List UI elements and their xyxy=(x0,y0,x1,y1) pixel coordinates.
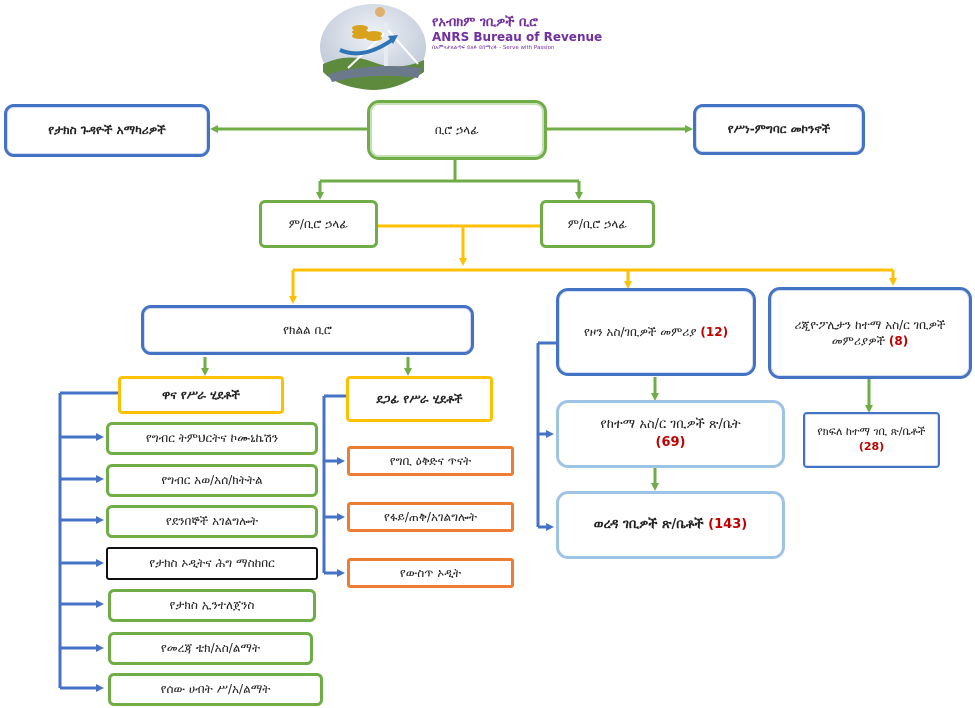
woreda-offices-box: ወረዳ ገቢዎች ጽ/ቤቶች (143) xyxy=(556,491,785,559)
metro-department-title: ሪጂዮፖሊታን ከተማ አስ/ር ገቢዎች መምሪያዎች xyxy=(794,317,946,348)
core-item: የግብር ትምህርትና ኮሙኒኬሽን xyxy=(106,422,318,455)
core-item: የግብር አወ/አሰ/ክትትል xyxy=(106,464,318,497)
regional-bureau-label: የክልል ቢሮ xyxy=(283,322,332,337)
support-item-label: የውስጥ ኦዲት xyxy=(399,565,462,580)
tax-advisors-label: የታክስ ጉዳዮች አማካሪዎች xyxy=(48,123,166,138)
deputy-head-left-label: ም/ቢሮ ኃላፊ xyxy=(288,216,349,231)
core-processes-box: ዋና የሥራ ሂደቶች xyxy=(118,376,284,414)
core-item-label: የሰው ሀብት ሥ/አ/ልማት xyxy=(160,682,271,697)
support-item: የግቢ ዕቅድና ጥናት xyxy=(347,446,514,476)
support-processes-label: ደጋፊ የሥራ ሂደቶች xyxy=(376,391,463,406)
core-item: የታክስ ኦዲትና ሕግ ማስከበር xyxy=(106,547,318,580)
tax-advisors-box: የታክስ ጉዳዮች አማካሪዎች xyxy=(4,104,210,157)
metro-department-count: (8) xyxy=(888,334,909,348)
core-item-label: የደንበኞች አገልግሎት xyxy=(165,514,259,529)
subcity-offices-box: የክፍለ ከተማ ገቢ ጽ/ቤቶች (28) xyxy=(803,412,940,468)
core-processes-label: ዋና የሥራ ሂደቶች xyxy=(162,387,240,402)
core-item-label: የመረጃ ቴክ/አስ/ልማት xyxy=(160,641,261,656)
brand-text: የአብክም ገቢዎች ቢሮ ANRS Bureau of Revenue በአም… xyxy=(432,15,603,51)
core-item: የደንበኞች አገልግሎት xyxy=(106,505,318,538)
brand-tagline: በአምናታለልጣፍ ይለፉ ይበማሪፉ - Serve with Passion xyxy=(432,44,555,51)
subcity-offices-count: (28) xyxy=(858,440,885,453)
ethics-officers-label: የሥነ-ምግባር መኮንኖች xyxy=(727,122,831,137)
city-offices-box: የከተማ አስ/ር ገቢዎች ጽ/ቤት (69) xyxy=(556,400,785,468)
core-item: የታክስ ኢንተለጀንስ xyxy=(108,589,316,622)
zone-department-label: የዞን አስ/ገቢዎች መምሪያ (12) xyxy=(584,324,728,340)
bureau-logo xyxy=(318,2,428,96)
core-item: የሰው ሀብት ሥ/አ/ልማት xyxy=(108,673,323,706)
bureau-head-box: ቢሮ ኃላፊ xyxy=(367,100,547,160)
logo-emblem-icon xyxy=(320,4,426,90)
city-offices-label: የከተማ አስ/ር ገቢዎች ጽ/ቤት (69) xyxy=(600,416,740,451)
city-offices-count: (69) xyxy=(655,435,686,450)
subcity-offices-title: የክፍለ ከተማ ገቢ ጽ/ቤቶች xyxy=(817,425,926,439)
deputy-head-right-label: ም/ቢሮ ኃላፊ xyxy=(567,216,628,231)
core-item-label: የግብር ትምህርትና ኮሙኒኬሽን xyxy=(145,431,279,446)
metro-department-label: ሪጂዮፖሊታን ከተማ አስ/ር ገቢዎች መምሪያዎች (8) xyxy=(771,317,969,349)
core-item-label: የታክስ ኦዲትና ሕግ ማስከበር xyxy=(149,556,275,571)
zone-department-box: የዞን አስ/ገቢዎች መምሪያ (12) xyxy=(556,288,756,376)
woreda-offices-count: (143) xyxy=(708,517,748,533)
metro-department-box: ሪጂዮፖሊታን ከተማ አስ/ር ገቢዎች መምሪያዎች (8) xyxy=(768,287,972,379)
bureau-head-label: ቢሮ ኃላፊ xyxy=(434,122,480,137)
core-item-label: የታክስ ኢንተለጀንስ xyxy=(169,598,255,613)
subcity-offices-label: የክፍለ ከተማ ገቢ ጽ/ቤቶች (28) xyxy=(805,425,938,455)
ethics-officers-box: የሥነ-ምግባር መኮንኖች xyxy=(693,104,865,155)
brand-title-amharic: የአብክም ገቢዎች ቢሮ xyxy=(432,15,538,30)
brand-title-english: ANRS Bureau of Revenue xyxy=(432,29,603,44)
woreda-offices-label: ወረዳ ገቢዎች ጽ/ቤቶች (143) xyxy=(594,516,747,534)
support-item: የፋይ/ጠቅ/አገልግሎት xyxy=(347,502,514,532)
support-item: የውስጥ ኦዲት xyxy=(347,558,514,588)
support-item-label: የግቢ ዕቅድና ጥናት xyxy=(389,453,472,468)
core-item-label: የግብር አወ/አሰ/ክትትል xyxy=(161,473,263,488)
zone-department-title: የዞን አስ/ገቢዎች መምሪያ xyxy=(583,324,697,339)
woreda-offices-title: ወረዳ ገቢዎች ጽ/ቤቶች xyxy=(593,517,704,533)
core-item: የመረጃ ቴክ/አስ/ልማት xyxy=(108,632,313,665)
support-processes-box: ደጋፊ የሥራ ሂደቶች xyxy=(346,376,493,422)
zone-department-count: (12) xyxy=(700,324,729,339)
regional-bureau-box: የክልል ቢሮ xyxy=(141,305,474,355)
city-offices-title: የከተማ አስ/ር ገቢዎች ጽ/ቤት xyxy=(600,417,741,433)
deputy-head-right-box: ም/ቢሮ ኃላፊ xyxy=(540,200,655,248)
deputy-head-left-box: ም/ቢሮ ኃላፊ xyxy=(259,200,378,248)
support-item-label: የፋይ/ጠቅ/አገልግሎት xyxy=(383,509,478,524)
